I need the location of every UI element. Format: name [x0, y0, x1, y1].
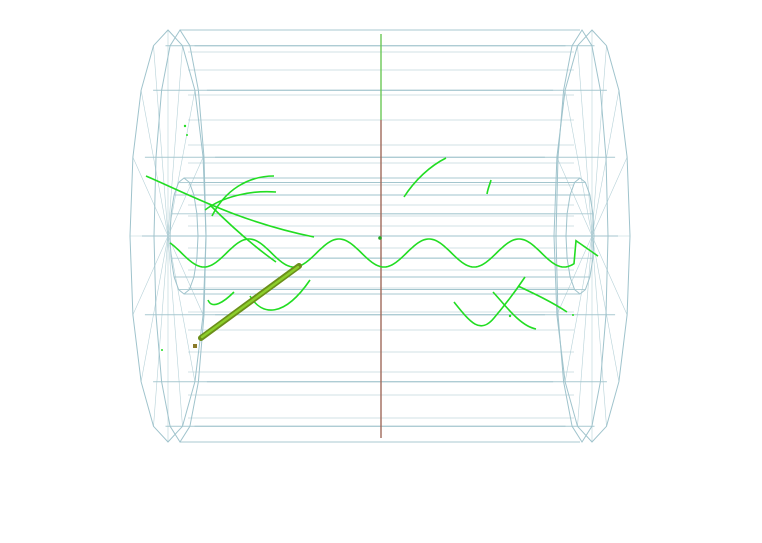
hit-dot — [572, 314, 574, 316]
endcap-spoke — [591, 90, 620, 237]
hit-dot — [508, 314, 512, 318]
endcap-spoke — [591, 45, 607, 237]
endcap-spoke — [140, 235, 169, 382]
track-right-cross — [492, 291, 537, 330]
track-left-long — [145, 175, 315, 238]
hit-dot — [186, 134, 188, 136]
jet-deposit — [193, 263, 302, 348]
track-top-right — [403, 157, 447, 198]
endcap-spoke — [167, 45, 183, 237]
track-top-short — [486, 179, 492, 195]
endcap-spoke — [153, 235, 169, 427]
track-left-low-1 — [207, 291, 235, 306]
endcap-spoke — [577, 235, 593, 427]
track-right-v — [453, 276, 526, 327]
detector-wireframe — [129, 29, 631, 443]
endcap-spoke — [591, 157, 628, 237]
beam-axes — [378, 34, 382, 438]
endcap-spoke — [167, 235, 183, 427]
endcap-spoke — [591, 235, 620, 382]
endcap-spoke — [153, 45, 169, 237]
endcap-spoke — [564, 235, 593, 382]
endcap-spoke — [140, 90, 169, 237]
endcap-spoke — [132, 157, 169, 237]
endcap-spoke — [556, 157, 593, 237]
helix-beam — [169, 238, 599, 268]
track-left-down — [209, 204, 277, 263]
track-left-arc-2 — [204, 190, 277, 211]
endcap-spoke — [591, 235, 607, 427]
interaction-point — [378, 236, 382, 240]
hit-dot — [161, 349, 163, 351]
endcap-spoke — [577, 45, 593, 237]
right-outer-cap-2 — [555, 29, 609, 443]
endcap-spoke — [564, 90, 593, 237]
endcap-spoke — [556, 235, 593, 315]
track-left-arc-1 — [211, 175, 275, 217]
endcap-spoke — [167, 90, 196, 237]
endcap-spoke — [167, 235, 204, 315]
jet-tail-marker — [193, 344, 197, 348]
endcap-spoke — [132, 235, 169, 315]
jet-core — [200, 265, 300, 339]
hit-dot — [183, 124, 187, 128]
track-right-long — [517, 285, 568, 313]
particle-tracks — [145, 124, 599, 351]
endcap-spoke — [167, 157, 204, 237]
endcap-spoke — [591, 235, 628, 315]
endcap-spoke — [167, 235, 196, 382]
